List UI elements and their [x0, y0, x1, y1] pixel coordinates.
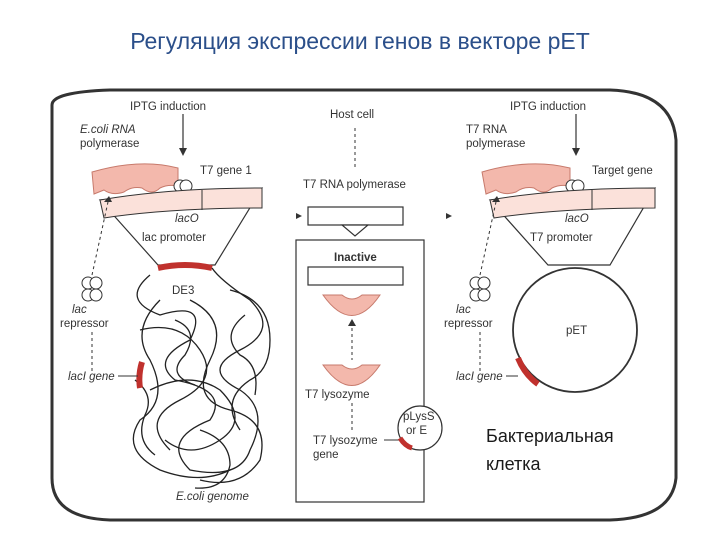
t7-rna-pol-right-label-1: T7 RNA — [466, 124, 507, 136]
lac-repressor-free-left — [81, 276, 103, 302]
plyss-gene-segment — [397, 436, 413, 451]
t7-rna-pol-center-label: T7 RNA polymerase — [303, 179, 406, 191]
target-gene-label: Target gene — [592, 165, 653, 177]
iptg-right-arrowhead — [572, 148, 580, 156]
page-title: Регуляция экспрессии генов в векторе pET — [130, 28, 590, 54]
ecoli-genome-label: E.coli genome — [176, 491, 249, 503]
t7-rna-pol-right-label-2: polymerase — [466, 138, 525, 150]
lac-repressor-right-label-1: lac — [456, 304, 471, 316]
lac-promoter-label: lac promoter — [142, 232, 206, 244]
plyss-plasmid — [397, 405, 443, 451]
dna-segment-right — [489, 187, 656, 219]
lac-repressor-right-label-2: repressor — [444, 318, 493, 330]
laci-gene-right-segment — [515, 356, 540, 387]
pet-plasmid — [512, 267, 638, 393]
arrow-to-center — [296, 213, 302, 219]
bacterial-cell-label-1: Бактериальная — [486, 426, 614, 446]
bacterial-cell-label-2: клетка — [486, 454, 542, 474]
ecoli-rna-pol-label-2: polymerase — [80, 138, 139, 150]
host-cell-outline — [50, 88, 678, 522]
de3-label: DE3 — [172, 285, 194, 297]
ecoli-rna-polymerase — [91, 163, 179, 195]
de3-segment — [157, 262, 213, 271]
iptg-induction-left-label: IPTG induction — [130, 101, 206, 113]
inactive-t7-pol-box — [307, 266, 404, 286]
repressor-right-arrowhead — [492, 196, 500, 202]
t7-lysozyme-shape — [322, 364, 381, 386]
iptg-left-arrowhead — [179, 148, 187, 156]
t7-gene1-label: T7 gene 1 — [200, 165, 252, 177]
t7-lysozyme-gene-label-2: gene — [313, 449, 339, 461]
plyss-label-2: or E — [406, 425, 427, 437]
laci-gene-left-segment — [136, 361, 145, 389]
t7-lysozyme-label: T7 lysozyme — [305, 389, 370, 401]
t7-rna-polymerase-right — [481, 163, 571, 195]
lysozyme-arrowhead — [348, 319, 356, 326]
lac-repressor-left-label-2: repressor — [60, 318, 109, 330]
t7-lysozyme-gene-label-1: T7 lysozyme — [313, 435, 378, 447]
laco-left-label: lacO — [175, 213, 199, 225]
lac-repressor-free-right — [469, 276, 491, 302]
inactive-label: Inactive — [334, 252, 377, 264]
t7-rna-pol-pointer — [340, 224, 370, 237]
lysozyme-bound — [322, 294, 381, 316]
t7-promoter-label: T7 promoter — [530, 232, 593, 244]
repressor-left-arrowhead — [104, 196, 112, 202]
dna-segment-left — [99, 187, 263, 219]
plyss-label-1: pLysS — [403, 411, 435, 423]
inactive-panel — [295, 239, 425, 503]
repressor-left-dashed — [91, 201, 109, 276]
host-cell-label: Host cell — [330, 109, 374, 121]
arrow-to-right — [446, 213, 452, 219]
repressor-right-dashed — [479, 201, 497, 276]
laco-right-label: lacO — [565, 213, 589, 225]
laci-gene-left-label: lacI gene — [68, 371, 115, 383]
ecoli-genome-tangle — [132, 267, 271, 489]
ecoli-rna-pol-label-1: E.coli RNA — [80, 124, 136, 136]
t7-rna-pol-box — [307, 206, 404, 226]
iptg-induction-right-label: IPTG induction — [510, 101, 586, 113]
pet-label: pET — [566, 325, 587, 337]
laci-gene-right-label: lacI gene — [456, 371, 503, 383]
lac-repressor-left-label-1: lac — [72, 304, 87, 316]
